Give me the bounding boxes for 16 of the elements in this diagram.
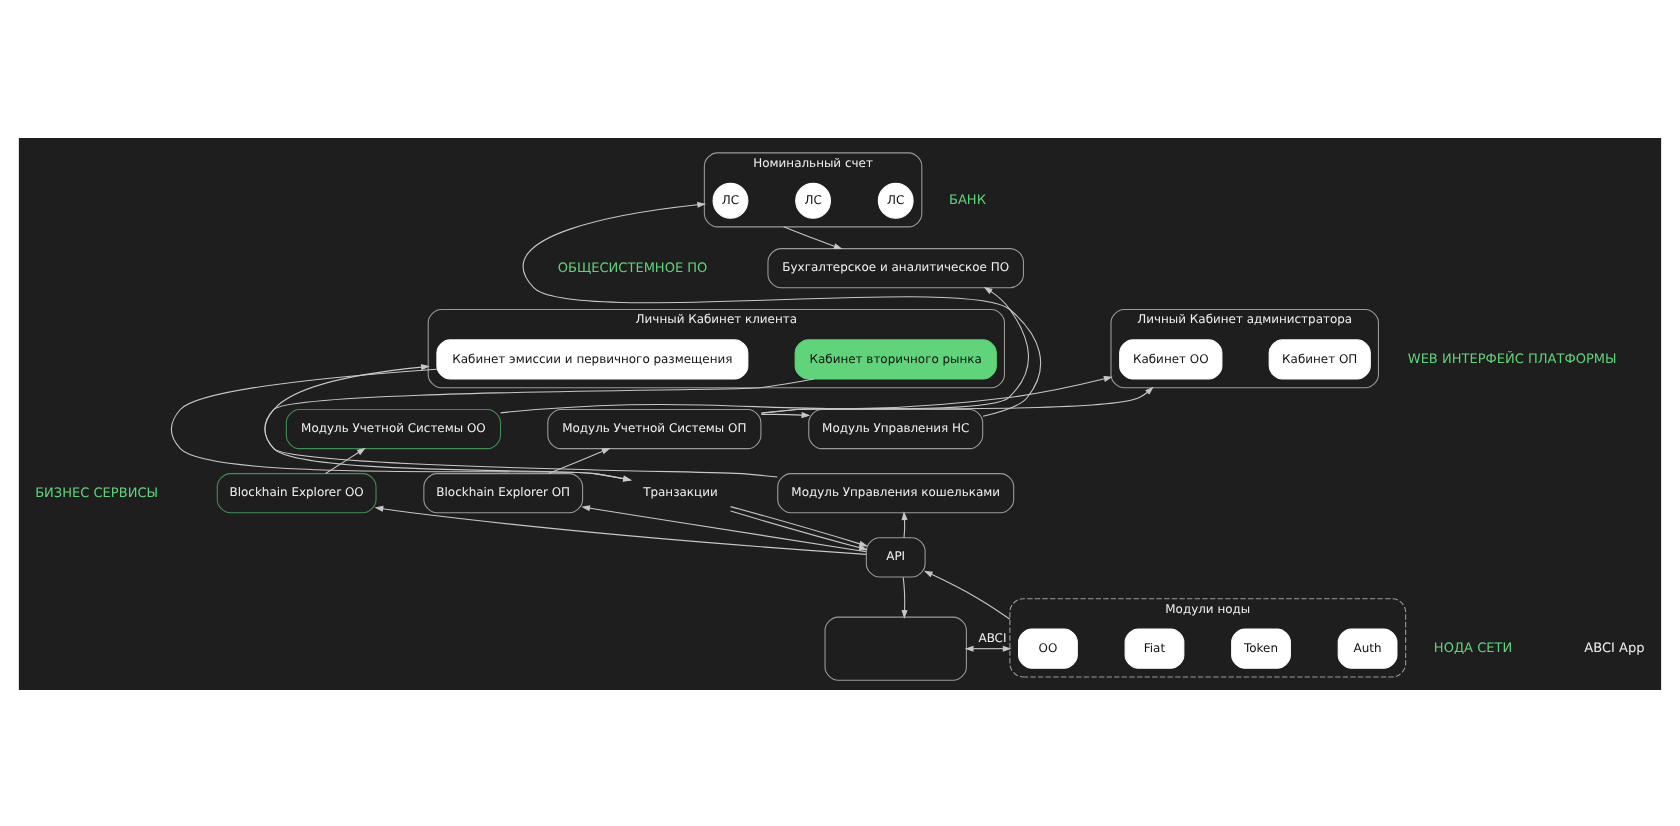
arrow	[760, 385, 1154, 413]
arrow	[760, 286, 1029, 413]
arrow	[522, 200, 1042, 416]
arrow	[500, 374, 1113, 413]
arrow	[264, 377, 815, 481]
arrow	[901, 575, 908, 618]
arrow	[964, 644, 1012, 651]
arrow	[760, 411, 811, 418]
arrow	[325, 446, 366, 474]
arrow	[264, 363, 778, 477]
arrow	[783, 225, 843, 249]
arrow	[901, 510, 908, 538]
arrow	[548, 447, 611, 474]
arrow	[923, 569, 1011, 619]
node-box	[824, 615, 967, 680]
arrow	[170, 367, 632, 481]
